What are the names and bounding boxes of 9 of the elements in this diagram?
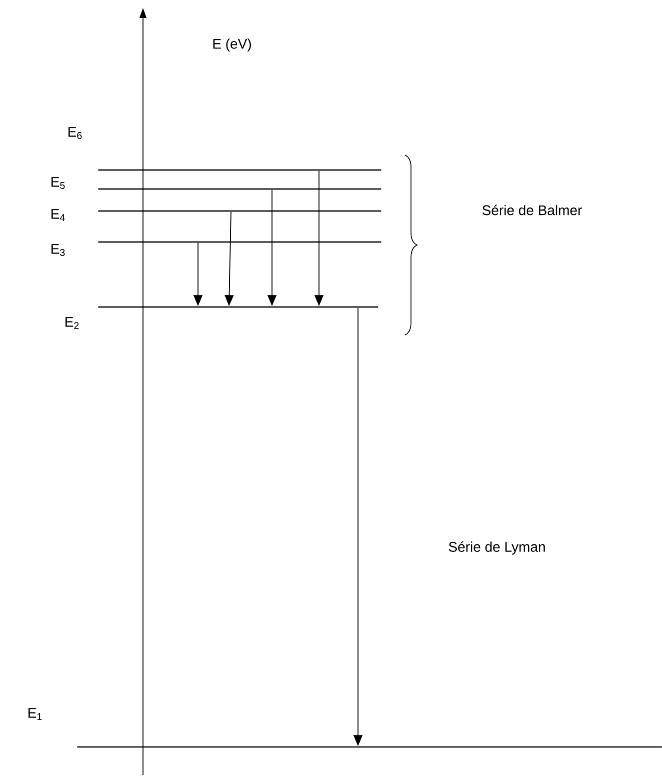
- level-label: E$_{2}$: [66, 317, 79, 329]
- level-label: E$_{1}$: [28, 708, 42, 720]
- level-label: E$_{4}$: [52, 209, 65, 221]
- series-label: Série de Lyman: [448, 541, 545, 555]
- level-label: E$_{3}$: [52, 244, 65, 256]
- series-label: Série de Balmer: [482, 204, 582, 216]
- axis-label: E (eV): [213, 38, 251, 52]
- level-label: E$_{5}$: [52, 177, 65, 189]
- level-label: E$_{6}$: [68, 127, 82, 139]
